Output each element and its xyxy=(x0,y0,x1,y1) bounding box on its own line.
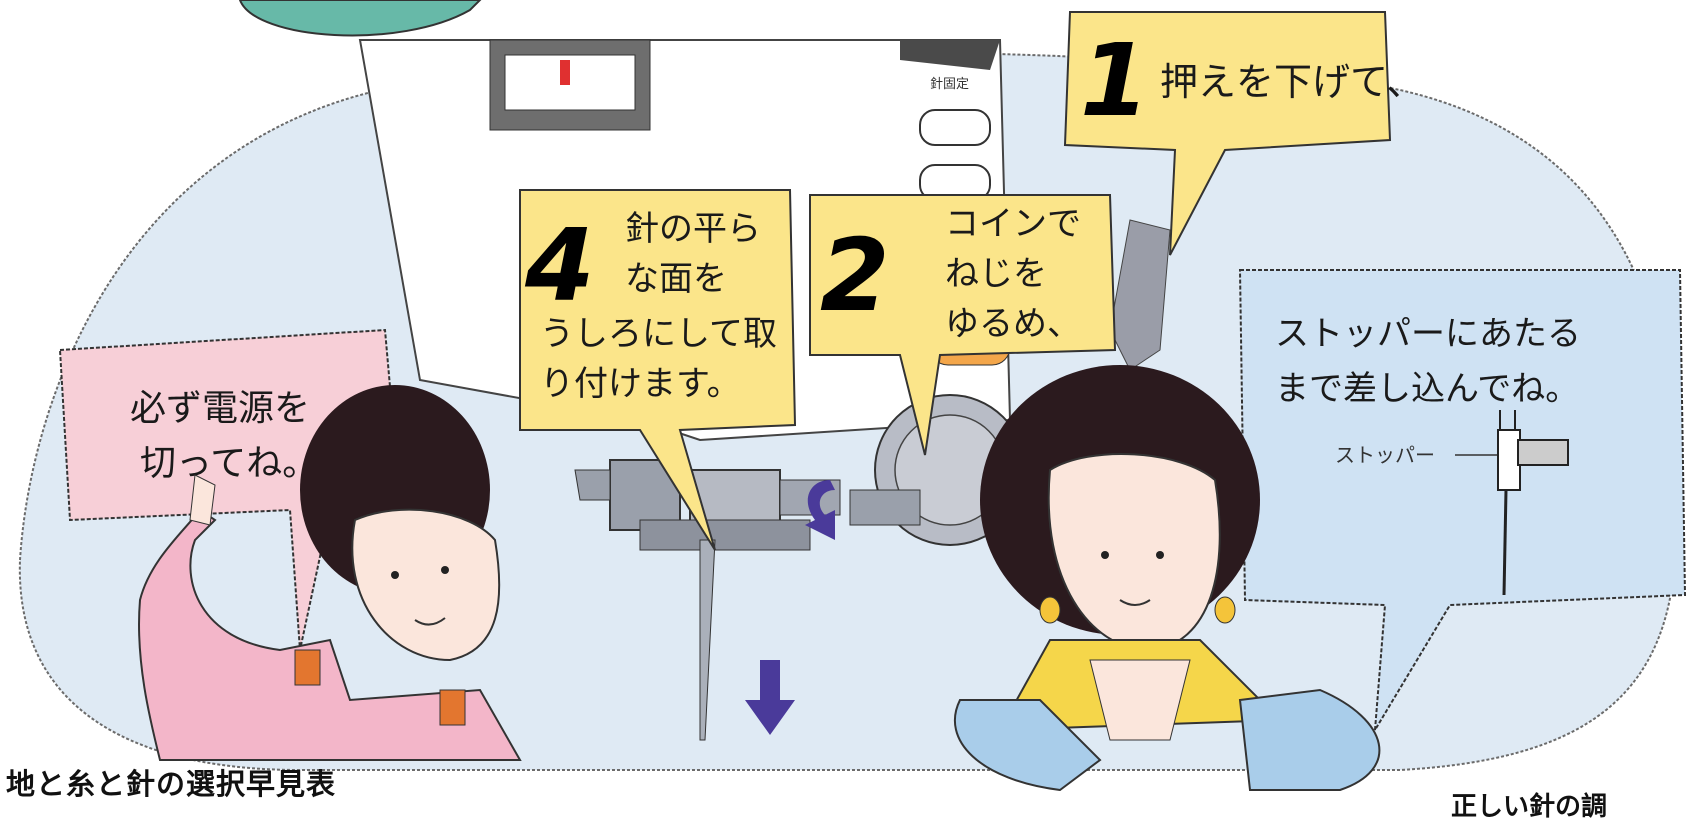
step4-bubble: 4 針の平ら な面を うしろにして取 り付けます。 xyxy=(519,189,797,551)
step1-text: 押えを下げて、 xyxy=(1160,60,1424,104)
needle-fix-label: 針固定 xyxy=(930,77,969,92)
step1-number: 1 xyxy=(1080,22,1150,139)
power-off-line2: 切ってね。 xyxy=(140,443,318,484)
step2-bubble: 2 コインで ねじを ゆるめ、 xyxy=(809,194,1117,456)
bottom-caption: 地と糸と針の選択早見表 xyxy=(6,767,337,801)
power-off-bubble: 必ず電源を 切ってね。 xyxy=(58,328,402,651)
step4-line4: り付けます。 xyxy=(540,364,741,404)
stopper-bubble: ストッパーにあたる まで差し込んでね。 ストッパー xyxy=(1238,269,1687,731)
step2-line3: ゆるめ、 xyxy=(945,304,1081,344)
power-off-line1: 必ず電源を xyxy=(130,388,310,429)
stopper-line2: まで差し込んでね。 xyxy=(1275,369,1579,409)
needle-clamp xyxy=(574,459,841,741)
teal-circle xyxy=(238,0,482,37)
woman-right xyxy=(954,365,1381,792)
step2-line2: ねじを xyxy=(945,254,1047,294)
step4-line1: 針の平ら xyxy=(625,209,761,249)
woman-left xyxy=(138,385,522,761)
step1-bubble: 1 押えを下げて、 xyxy=(1063,11,1424,256)
bottom-right-caption: 正しい針の調 xyxy=(1450,792,1607,822)
stopper-label: ストッパー xyxy=(1335,443,1435,467)
stopper-needle-icon xyxy=(1497,410,1569,596)
stopper-line1: ストッパーにあたる xyxy=(1275,314,1581,354)
down-arrow-icon xyxy=(745,660,795,735)
rotate-arrow-icon xyxy=(805,480,835,540)
step2-number: 2 xyxy=(820,217,890,334)
step4-line2: な面を xyxy=(625,259,727,299)
step2-line1: コインで xyxy=(945,204,1081,244)
step4-line3: うしろにして取 xyxy=(540,314,777,354)
step4-number: 4 xyxy=(524,207,595,324)
